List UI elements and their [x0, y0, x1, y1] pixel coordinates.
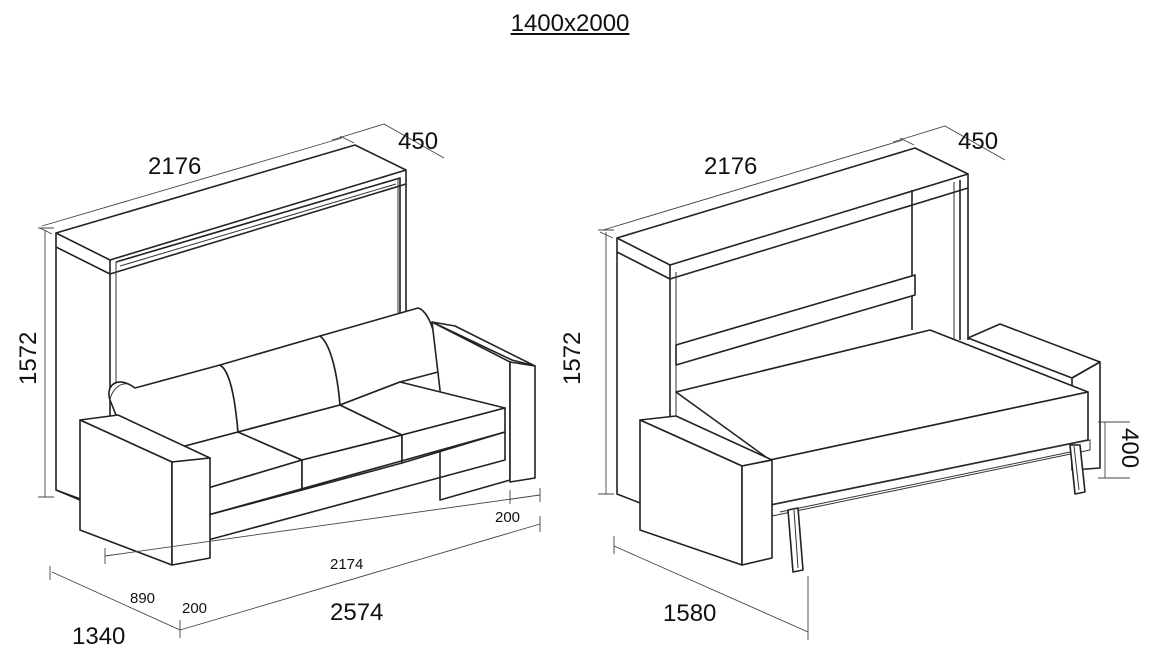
cabinet-top — [55, 144, 407, 261]
left-sofa-depth-label: 890 — [130, 590, 155, 607]
open-headboard-strip — [675, 274, 916, 366]
left-width-label: 2176 — [148, 153, 201, 180]
right-height-label: 1572 — [559, 332, 586, 385]
right-open-depth-label: 1580 — [663, 600, 716, 627]
right-depth-label: 450 — [958, 128, 998, 155]
left-depth-label: 450 — [398, 128, 438, 155]
page-title: 1400x2000 — [510, 10, 630, 37]
bed-leg-right — [1069, 444, 1086, 495]
open-cabinet-top — [616, 147, 969, 266]
left-armrest-left-label: 200 — [182, 600, 207, 617]
cabinet-left-side — [55, 247, 81, 501]
left-inner-width-label: 2174 — [330, 556, 363, 573]
right-bed-height-label: 400 — [1116, 428, 1143, 468]
left-armrest-label: 200 — [495, 509, 520, 526]
open-cabinet-left-side — [616, 252, 641, 504]
sofa-back-cushion-3 — [319, 307, 440, 406]
right-width-label: 2176 — [704, 153, 757, 180]
left-height-label: 1572 — [15, 332, 42, 385]
left-view-closed-bed-sofa: 2176 450 1572 2174 200 2574 200 890 1340 — [15, 123, 541, 650]
right-view-open-bed: 2176 450 1572 400 1580 — [559, 125, 1143, 640]
bed-leg-left — [787, 507, 804, 573]
left-total-width-label: 2574 — [330, 599, 383, 626]
sofa-base — [207, 431, 506, 541]
left-total-depth-label: 1340 — [72, 623, 125, 650]
